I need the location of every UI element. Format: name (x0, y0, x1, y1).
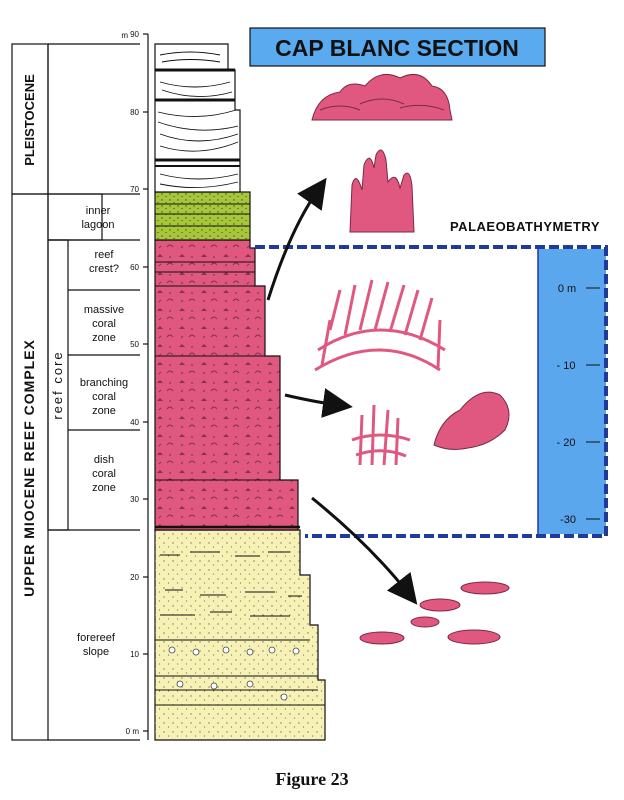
epoch-columns (11, 43, 140, 741)
palaeobathymetry-label: PALAEOBATHYMETRY (450, 219, 600, 234)
dish-label-2: coral (92, 468, 116, 480)
reef-core-label: reef core (50, 350, 65, 419)
massive-label-3: zone (92, 332, 116, 344)
scale-tick-20: 20 (130, 573, 139, 582)
scale-tick-40: 40 (130, 418, 139, 427)
depth-scale (143, 33, 149, 740)
dish-label-3: zone (92, 482, 116, 494)
bathy-tick-10: - 10 (557, 360, 576, 372)
arrow-to-crest (266, 177, 327, 301)
bathymetry-ticks: 0 m - 10 - 20 -30 (557, 283, 577, 526)
scale-tick-90: 90 (130, 30, 139, 39)
inner-lagoon-label-1: inner (86, 205, 111, 217)
scale-ticks: m 90 80 70 60 50 40 30 20 10 0 m (121, 30, 139, 736)
branching-label-3: zone (92, 405, 116, 417)
arrow-to-dish (311, 496, 418, 605)
pleistocene-unit (154, 43, 241, 193)
zone-labels: inner lagoon reef crest? massive coral z… (77, 205, 128, 658)
bathy-tick-30: -30 (560, 514, 576, 526)
scale-tick-10: 10 (130, 650, 139, 659)
scale-tick-80: 80 (130, 108, 139, 117)
reef-crest-label-1: reef (95, 249, 115, 261)
plate-coral-drawing (433, 391, 510, 450)
stratigraphic-column (154, 43, 326, 741)
title-box: CAP BLANC SECTION (249, 27, 546, 67)
upper-miocene-label: UPPER MIOCENE REEF COMPLEX (21, 339, 37, 597)
title-text: CAP BLANC SECTION (275, 35, 519, 61)
branching-label-1: branching (80, 377, 128, 389)
inner-lagoon-label-2: lagoon (81, 219, 114, 231)
massive-coral-drawing (311, 73, 453, 121)
small-branching-coral-drawing (351, 404, 411, 466)
bathy-tick-20: - 20 (557, 437, 576, 449)
scale-tick-50: 50 (130, 340, 139, 349)
scale-tick-60: 60 (130, 263, 139, 272)
branching-label-2: coral (92, 391, 116, 403)
dish-coral-drawing (359, 581, 510, 645)
arrows (266, 177, 418, 605)
massive-label-1: massive (84, 304, 124, 316)
massive-label-2: coral (92, 318, 116, 330)
reef-crest-label-2: crest? (89, 263, 119, 275)
scale-unit: m (121, 31, 128, 40)
forereef-label-2: slope (83, 646, 109, 658)
columnar-coral-drawing (349, 149, 415, 233)
forereef-label-1: forereef (77, 632, 116, 644)
pleistocene-label: PLEISTOCENE (22, 74, 37, 166)
scale-tick-70: 70 (130, 185, 139, 194)
branching-coral-drawing (314, 279, 446, 372)
bathymetry-tick-marks (586, 287, 600, 520)
scale-tick-0: 0 m (126, 727, 140, 736)
arrow-to-branching (284, 388, 353, 418)
figure-caption: Figure 23 (275, 769, 348, 789)
dish-label-1: dish (94, 454, 114, 466)
scale-tick-30: 30 (130, 495, 139, 504)
bathy-tick-0: 0 m (558, 283, 576, 295)
bathymetry-frame (255, 245, 608, 538)
